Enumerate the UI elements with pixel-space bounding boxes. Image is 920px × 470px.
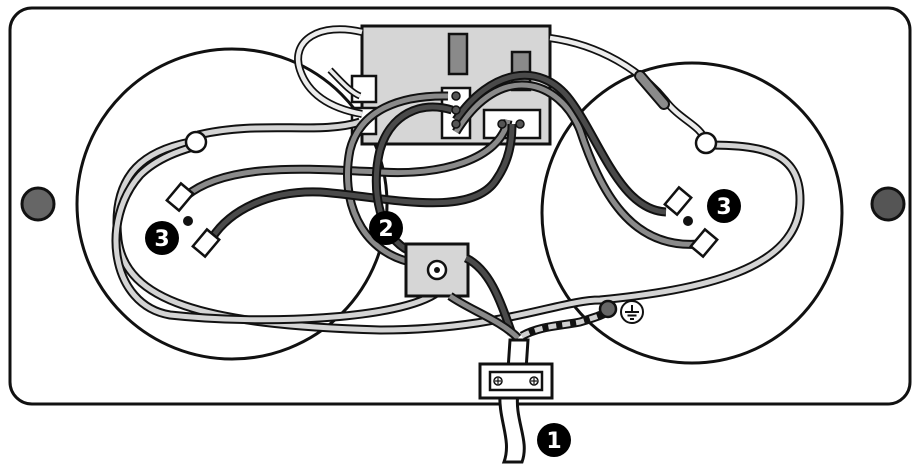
- terminal-screw-5: [515, 119, 525, 129]
- callout-label-2: 2: [378, 217, 393, 242]
- ballast-fuse-left: [447, 32, 469, 76]
- lamp-terminal-left-lower: [191, 227, 221, 259]
- terminal-screw-3: [451, 119, 461, 129]
- cable-clamp-bar: [488, 370, 544, 392]
- supply-cable-lower: [498, 390, 526, 464]
- lamp-screw-right: [694, 131, 718, 155]
- right-reflector-circle: [540, 61, 844, 365]
- lamp-terminal-left-upper: [165, 181, 195, 213]
- lamp-contact-left: [183, 216, 193, 226]
- junction-screw-inner: [434, 267, 440, 273]
- terminal-screw-2: [451, 105, 461, 115]
- lamp-terminal-right-lower: [689, 227, 719, 259]
- mounting-screw-left: [20, 186, 56, 222]
- callout-junction-terminal: 2: [369, 211, 403, 245]
- callout-label-1: 1: [546, 429, 561, 454]
- callout-label-3-right: 3: [716, 195, 731, 220]
- earth-terminal-screw: [598, 299, 618, 319]
- terminal-screw-1: [451, 91, 461, 101]
- connector-left-top: [350, 74, 378, 104]
- earth-ground-icon: [620, 300, 644, 324]
- lamp-terminal-right-upper: [663, 185, 693, 217]
- callout-lampholder-left: 3: [145, 221, 179, 255]
- lamp-screw-left: [184, 130, 208, 154]
- mounting-screw-right: [870, 186, 906, 222]
- lamp-contact-right: [683, 216, 693, 226]
- callout-lampholder-right: 3: [707, 189, 741, 223]
- callout-cable-entry: 1: [537, 423, 571, 457]
- terminal-screw-4: [497, 119, 507, 129]
- callout-label-3-left: 3: [154, 227, 169, 252]
